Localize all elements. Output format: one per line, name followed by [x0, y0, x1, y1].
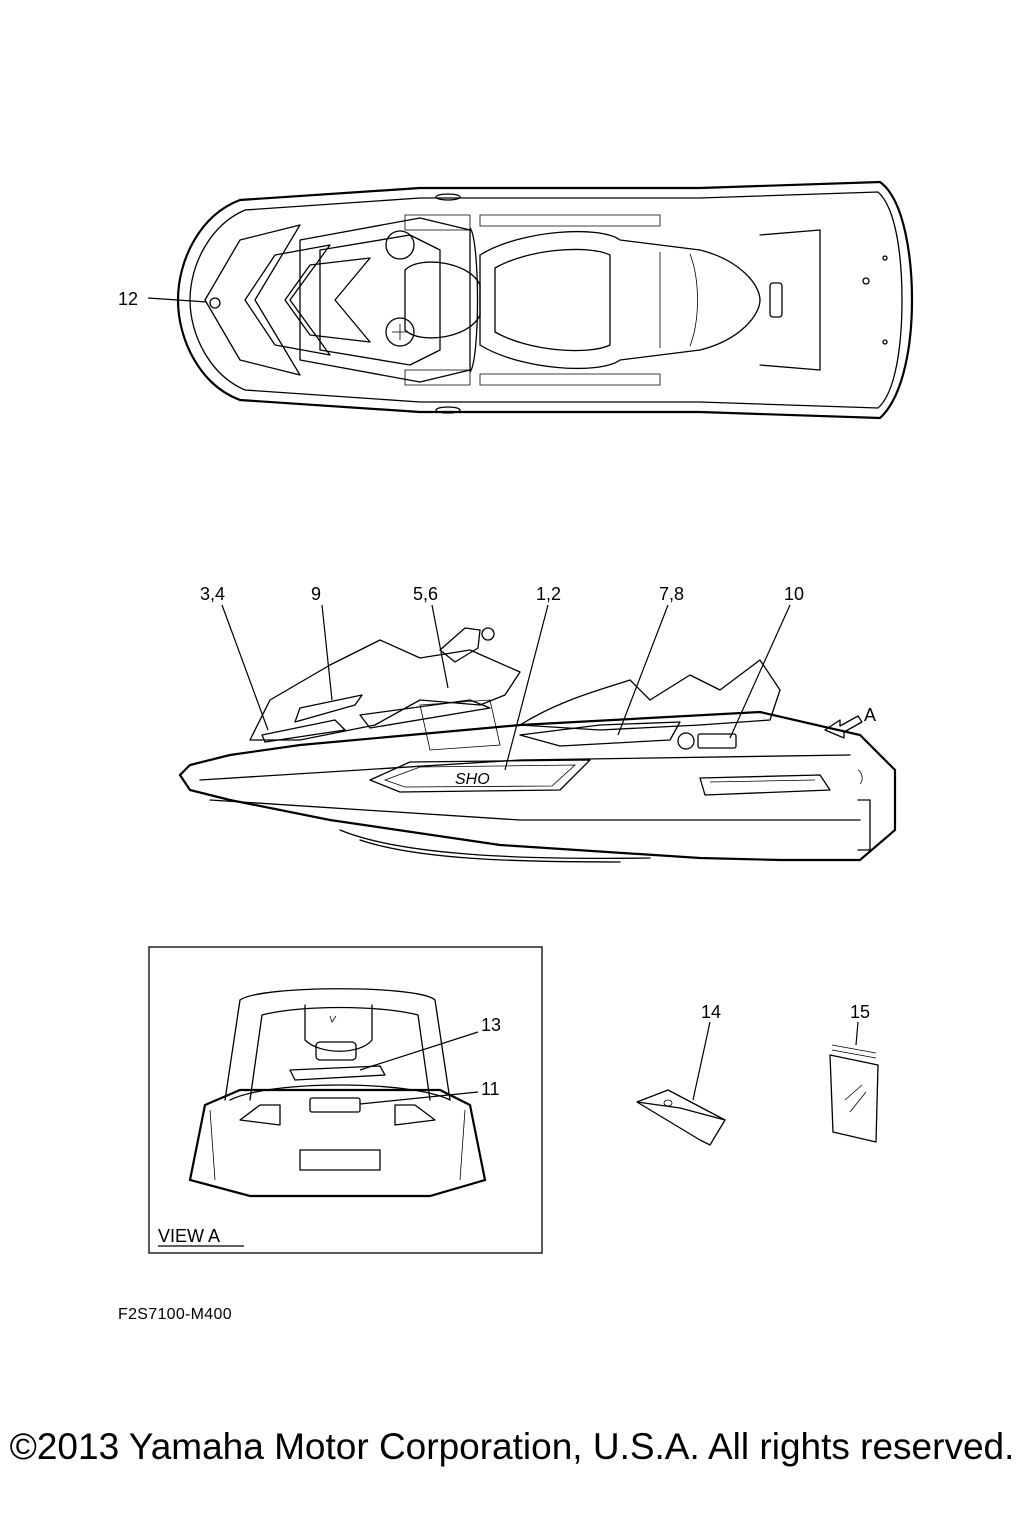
callout-3-4: 3,4	[200, 584, 225, 604]
svg-text:SHO: SHO	[455, 771, 490, 788]
view-a-arrow	[824, 715, 863, 739]
side-view-watercraft: SHO	[178, 627, 897, 863]
part-15-document-bag	[829, 1044, 879, 1143]
leader-lines	[147, 297, 859, 1105]
copyright-notice: ©2013 Yamaha Motor Corporation, U.S.A. A…	[9, 1426, 1015, 1467]
view-a-label: VIEW A	[158, 1226, 220, 1246]
top-view-watercraft	[176, 180, 914, 420]
callout-10: 10	[784, 584, 804, 604]
rear-view-watercraft	[188, 988, 487, 1198]
callout-15: 15	[850, 1002, 870, 1022]
view-a-frame	[148, 946, 543, 1254]
callout-7-8: 7,8	[659, 584, 684, 604]
part-14-pouch	[636, 1089, 726, 1146]
callout-14: 14	[701, 1002, 721, 1022]
callout-13: 13	[481, 1015, 501, 1035]
callout-5-6: 5,6	[413, 584, 438, 604]
callout-11: 11	[481, 1079, 500, 1099]
diagram-code: F2S7100-M400	[118, 1306, 232, 1323]
callout-12: 12	[118, 289, 138, 309]
callout-9: 9	[311, 584, 321, 604]
callout-1-2: 1,2	[536, 584, 561, 604]
callout-a: A	[864, 705, 876, 725]
